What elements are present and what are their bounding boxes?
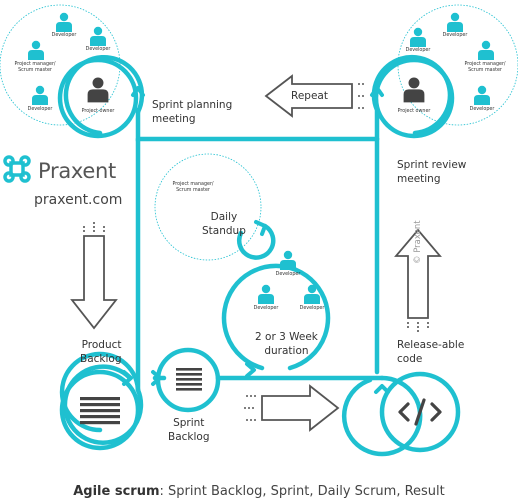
releasable-code-label: Release-able code (397, 339, 465, 365)
sprint-backlog-circle (176, 368, 202, 391)
arrowhead-icon (374, 384, 390, 394)
code-icon (398, 398, 442, 426)
developer-label: Developer (275, 272, 301, 277)
project-manager-label: Project manager/ Scrum master (464, 62, 506, 73)
project-manager-label: Project manager/ Scrum master (172, 182, 214, 193)
product-backlog-circle (59, 369, 141, 451)
sprint-backlog-list-icon (176, 368, 202, 391)
developer-icon (447, 12, 463, 33)
developer-icon (56, 12, 72, 33)
developer-icon (258, 284, 274, 304)
developer-label: Developer (253, 306, 279, 311)
product-backlog-label: Product Backlog (80, 339, 122, 365)
team-right-cluster (397, 4, 518, 126)
sprint-backlog-label: Sprint Backlog (168, 417, 210, 443)
developer-label: Developer (27, 107, 53, 112)
daily-standup-label: Daily Standup (202, 211, 246, 237)
brand-url: praxent.com (34, 192, 123, 208)
dotted-trail (83, 83, 429, 421)
caption-text: : Sprint Backlog, Sprint, Daily Scrum, R… (159, 484, 445, 499)
project-owner-label: Project owner (81, 109, 115, 114)
caption: Agile scrum: Sprint Backlog, Sprint, Dai… (0, 484, 518, 499)
duration-label: 2 or 3 Week duration (255, 331, 318, 357)
repeat-arrow-icon (264, 74, 353, 118)
project-owner-left (57, 57, 139, 139)
developer-icon (90, 26, 106, 46)
developer-label: Developer (51, 33, 77, 38)
project-manager-icon (28, 40, 44, 60)
standup-cluster (154, 153, 276, 261)
arrowhead-icon (245, 362, 256, 378)
backlog-list-icon (80, 397, 120, 425)
project-manager-label: Project manager/ Scrum master (14, 62, 56, 73)
releasable-code-circle (379, 371, 461, 453)
developer-icon (474, 85, 490, 105)
arrowhead-icon (151, 370, 162, 386)
caption-title: Agile scrum (73, 484, 160, 499)
developer-icon (280, 250, 296, 270)
project-manager-icon (478, 40, 494, 60)
copyright-watermark: © Praxent (413, 220, 423, 264)
developer-label: Developer (85, 47, 111, 52)
developer-label: Developer (442, 33, 468, 38)
project-owner-label: Project owner (397, 109, 431, 114)
brand-name: Praxent (38, 159, 116, 183)
sprint-review-label: Sprint review meeting (397, 159, 467, 185)
developer-label: Developer (299, 306, 325, 311)
repeat-label: Repeat (291, 90, 328, 102)
developer-icon (410, 27, 426, 47)
project-owner-right (373, 57, 455, 139)
developer-label: Developer (469, 107, 495, 112)
up-arrow-icon (394, 228, 442, 319)
developer-label: Developer (405, 48, 431, 53)
down-arrow-icon (70, 235, 118, 330)
right-arrow-icon (261, 384, 340, 432)
sprint-planning-label: Sprint planning meeting (152, 99, 233, 125)
developer-icon (32, 85, 48, 105)
praxent-logo-icon (3, 155, 31, 183)
